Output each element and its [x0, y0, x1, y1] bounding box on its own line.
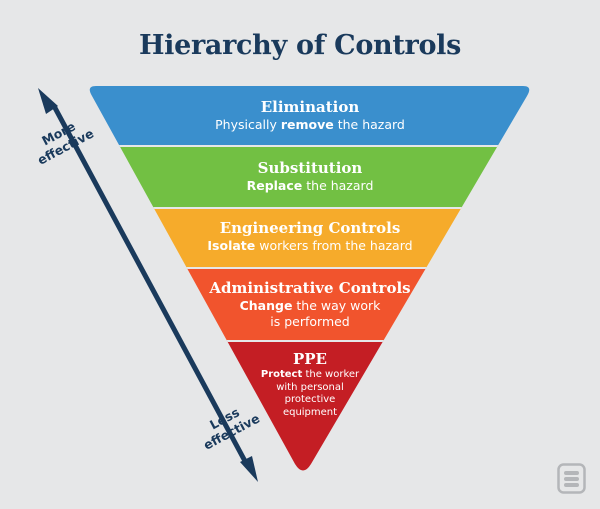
- layer-title: Substitution: [257, 159, 363, 177]
- diagram-title: Hierarchy of Controls: [138, 30, 462, 61]
- effectiveness-arrow: [38, 88, 258, 482]
- arrow-head-down-icon: [240, 456, 258, 482]
- layer-title: Engineering Controls: [219, 219, 401, 237]
- layer-substitution: Substitution Replace the hazard: [100, 159, 520, 194]
- layer-description: Isolate workers from the hazard: [207, 238, 413, 253]
- layer-description-line2: with personal: [276, 381, 344, 393]
- layer-elimination: Elimination Physically remove the hazard: [100, 98, 520, 133]
- layer-description-line4: equipment: [282, 406, 338, 418]
- arrow-head-up-icon: [38, 88, 58, 114]
- layer-description: Replace the hazard: [246, 178, 374, 193]
- layer-ppe: PPE Protect the worker with personal pro…: [100, 350, 520, 419]
- layer-engineering-controls: Engineering Controls Isolate workers fro…: [100, 219, 520, 254]
- layer-description: Change the way work: [239, 298, 381, 313]
- layer-description: Protect the worker: [260, 369, 360, 380]
- layer-administrative-controls: Administrative Controls Change the way w…: [100, 279, 520, 330]
- layer-title: PPE: [293, 350, 327, 368]
- layer-band-substitution: [89, 146, 530, 208]
- layer-description: Physically remove the hazard: [215, 117, 405, 132]
- layer-title: Administrative Controls: [209, 279, 411, 297]
- layer-title: Elimination: [260, 98, 360, 116]
- layer-description-line2: is performed: [270, 314, 350, 329]
- stacked-s-logo-icon: [557, 463, 586, 494]
- layer-description-line3: protective: [284, 394, 336, 405]
- layer-band-elimination: [89, 86, 530, 146]
